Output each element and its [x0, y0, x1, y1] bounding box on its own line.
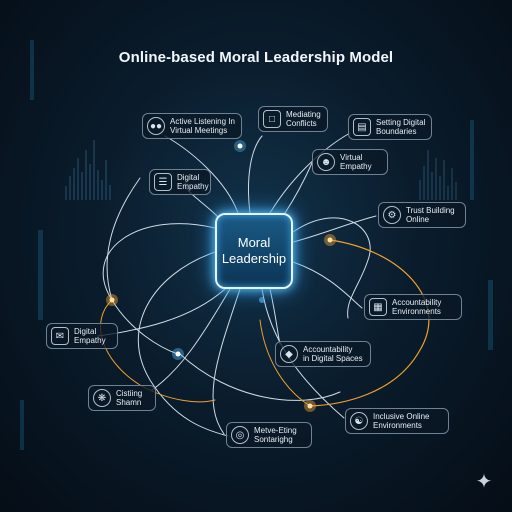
connector [269, 288, 281, 345]
diagram-title: Online-based Moral Leadership Model [118, 49, 394, 66]
sparkle-icon: ✦ [475, 471, 493, 493]
connector [212, 288, 241, 435]
node-label: Environments [373, 421, 422, 430]
node-label: Sontarighg [254, 435, 293, 444]
connector [269, 132, 351, 214]
connector [102, 223, 216, 355]
connector [292, 215, 377, 243]
panel-icon: ▦ [369, 298, 387, 316]
node-label: Digital [74, 327, 97, 336]
node-label: Empathy [177, 182, 209, 191]
node-label: Metve-Eting [254, 426, 297, 435]
node-label: Online [406, 215, 430, 224]
node-label: Cistiing [116, 389, 143, 398]
central-hub: Moral Leadership [215, 213, 293, 289]
accent-connector [259, 319, 311, 407]
connector [248, 135, 263, 214]
network-icon: ❋ [93, 389, 111, 407]
connector [292, 261, 363, 309]
group-icon: ☯ [350, 412, 368, 430]
node-label: Conflicts [286, 119, 317, 128]
node-label: Inclusive Online [373, 412, 430, 421]
shield-icon: ◆ [280, 345, 298, 363]
node-label: Active Listening In [170, 117, 235, 126]
node-label: Empathy [74, 336, 106, 345]
connector [292, 217, 371, 319]
connector [137, 251, 229, 437]
gear-icon: ⚙ [383, 206, 401, 224]
chat-icon: □ [263, 110, 281, 128]
people-icon: ●● [147, 117, 165, 135]
mail-icon: ✉ [51, 327, 69, 345]
connector [164, 135, 239, 214]
node-label: Mediating [286, 110, 321, 119]
connector [179, 353, 341, 401]
node-label: Boundaries [376, 127, 417, 136]
document-icon: ▤ [353, 118, 371, 136]
accent-connector [100, 299, 216, 403]
node-label: Trust Building [406, 206, 455, 215]
hub-label-line1: Moral [237, 235, 271, 250]
left-bar-decoration [65, 140, 111, 200]
list-icon: ☰ [154, 173, 172, 191]
accent-connector [309, 239, 430, 407]
node-label: Virtual [340, 153, 363, 162]
users-icon: ☻ [317, 153, 335, 171]
node-label: Virtual Meetings [170, 126, 228, 135]
connector [284, 162, 313, 214]
node-label: in Digital Spaces [303, 354, 363, 363]
target-icon: ◎ [231, 426, 249, 444]
node-label: Empathy [340, 162, 372, 171]
node-label: Environments [392, 307, 441, 316]
connector [106, 177, 141, 301]
node-label: Setting Digital [376, 118, 426, 127]
connector [151, 288, 231, 391]
node-label: Shamn [116, 398, 142, 407]
node-label: Accountability [392, 298, 442, 307]
glow-dots [106, 140, 336, 412]
node-label: Accountability [303, 345, 353, 354]
glow-columns [20, 40, 493, 450]
right-bar-decoration [419, 150, 457, 200]
node-label: Digital [177, 173, 200, 182]
hub-label-line2: Leadership [221, 251, 287, 266]
